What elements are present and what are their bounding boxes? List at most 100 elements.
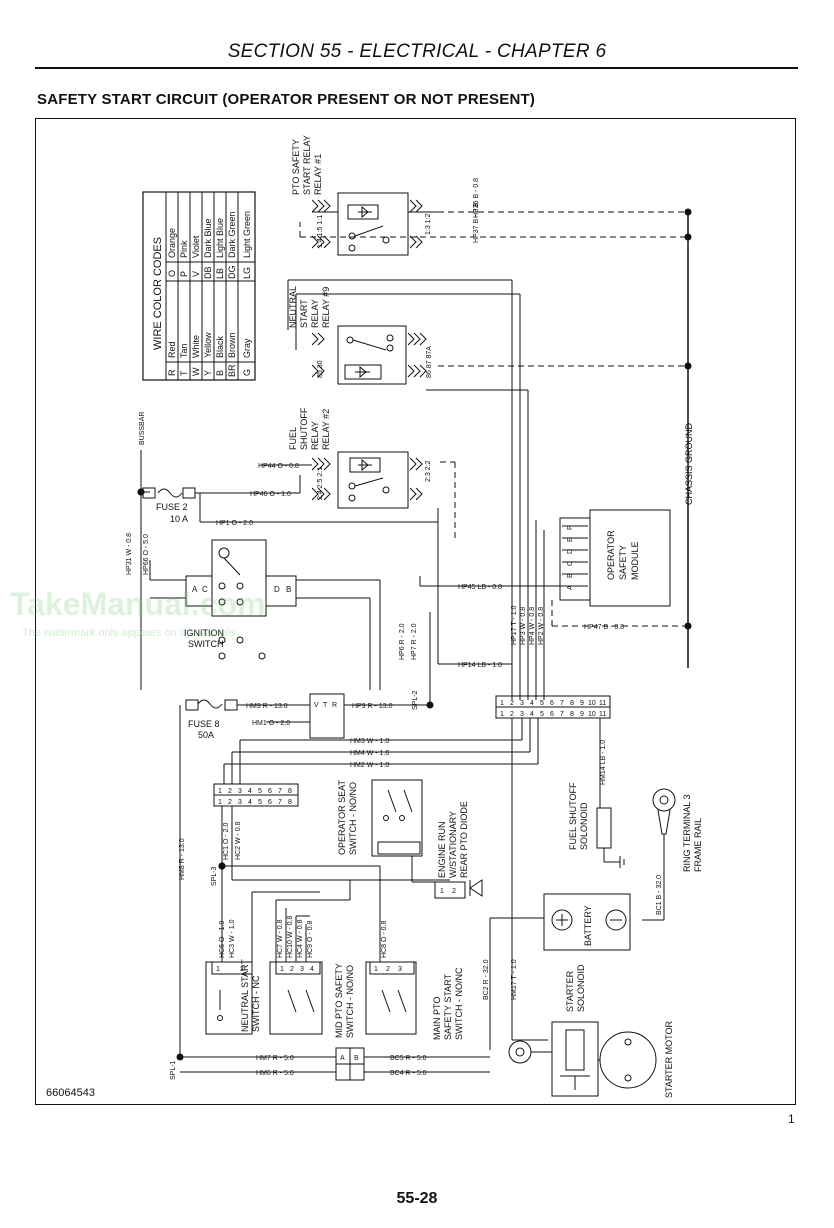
bussbar-label: BUSSBAR (139, 412, 146, 445)
wire-hm8: HM8 R - 13.0 (179, 838, 186, 880)
starter-motor-label: STARTER MOTOR (664, 1020, 674, 1098)
neutral-relay-label-4: RELAY #9 (321, 287, 331, 328)
ignition-pin-a: A (192, 585, 198, 594)
osm-label-1: OPERATOR (606, 530, 616, 580)
mid-pto-label-2: SWITCH - NO/NO (345, 965, 355, 1038)
vtr-v: V (314, 702, 319, 709)
osm-label-2: SAFETY (618, 545, 628, 580)
spl3-label: SPL-3 (211, 866, 218, 886)
page-number: 55-28 (396, 1190, 438, 1207)
wire-bc1: BC1 B - 32.0 (656, 875, 663, 915)
operator-seat-label-1: OPERATOR SEAT (337, 779, 347, 855)
diode-pin-1: 1 (440, 888, 444, 895)
mid-pto-pin-2: 2 (290, 966, 294, 973)
wcc-r0-c2: O (167, 270, 177, 277)
pto-relay-label-3: RELAY #1 (313, 154, 323, 195)
connector-8pin (213, 740, 299, 807)
fuel-relay-label-4: RELAY #2 (321, 409, 331, 450)
c11-top-10: 10 (588, 700, 596, 707)
c8-bot-5: 5 (258, 799, 262, 806)
mid-pto-pin-1: 1 (280, 966, 284, 973)
wcc-r4-n2: Light Blue (215, 218, 225, 258)
wcc-r2-c1: W (191, 367, 201, 376)
c11-bot-7: 7 (560, 711, 564, 718)
main-pto-label-2: SAFETY START (443, 973, 453, 1040)
c8-bot-7: 7 (278, 799, 282, 806)
diagram-frame (35, 118, 796, 1105)
osm-pin-d: D (567, 549, 574, 554)
battery-label: BATTERY (583, 905, 593, 946)
neutral-switch-pin-1: 1 (216, 966, 220, 973)
wire-hm7: HM7 R - 5.0 (256, 1055, 294, 1062)
wcc-r6-c2: LG (242, 267, 252, 279)
wcc-r2-c2: V (191, 271, 201, 277)
osm-pin-f: F (567, 526, 574, 530)
fuel-relay-pins-right: 2:3 2:2 (425, 460, 432, 482)
fuse8-vtr (179, 612, 431, 1057)
c11-bot-5: 5 (540, 711, 544, 718)
wcc-r3-c2: DB (203, 266, 213, 279)
wire-color-table-title: WIRE COLOR CODES (152, 237, 164, 350)
bussbar-fuse2 (137, 450, 438, 690)
neutral-start-switch-label-2: SWITCH - NC (251, 975, 261, 1032)
neutral-relay-label-1: NEUTRAL (288, 286, 298, 328)
main-pto-label-3: SWITCH - NO/NC (454, 967, 464, 1040)
c8-top-5: 5 (258, 788, 262, 795)
wire-hc6: HC6 O - 1.0 (219, 921, 226, 958)
starter-solenoid-box (508, 1021, 599, 1097)
c11-top-5: 5 (540, 700, 544, 707)
fuse2-label-2: 10 A (170, 514, 188, 524)
c11-top-11: 11 (599, 700, 606, 707)
engine-run-diode-box (411, 856, 483, 899)
wcc-r5-n1: Brown (227, 332, 237, 358)
c11-top-9: 9 (580, 700, 584, 707)
mid-pto-pin-4: 4 (310, 966, 314, 973)
c11-top-6: 6 (550, 700, 554, 707)
spl2-label: SPL-2 (412, 690, 419, 710)
wire-hp6: HP6 R - 2.0 (399, 623, 406, 660)
main-pto-pin-3: 3 (398, 966, 402, 973)
neutral-relay-label-3: RELAY (310, 299, 320, 328)
wire-hc9: HC9 O - 0.8 (307, 921, 314, 958)
wcc-r1-c1: T (179, 370, 189, 376)
dashed-ground-wires (299, 211, 688, 627)
diode-pin-2: 2 (452, 888, 456, 895)
c11-top-4: 4 (530, 700, 534, 707)
ignition-label-1: IGNITION (184, 628, 224, 638)
wire-hp7: HP7 R - 2.0 (411, 623, 418, 660)
wire-bc4: BC4 R - 5.0 (390, 1070, 427, 1077)
fuse2-label-1: FUSE 2 (156, 502, 188, 512)
wcc-r3-n2: Dark Blue (203, 218, 213, 258)
engine-run-label-3: REAR PTO DIODE (459, 801, 469, 878)
c11-top-8: 8 (570, 700, 574, 707)
wire-hm3: HM3 W - 1.0 (350, 738, 389, 745)
ignition-pin-c: C (202, 585, 208, 594)
c8-bot-8: 8 (288, 799, 292, 806)
wire-color-table (142, 191, 256, 381)
wcc-r6-n1: Gray (242, 338, 252, 358)
wcc-r5-c2: DG (227, 266, 237, 280)
wcc-r2-n1: White (191, 335, 201, 358)
operator-seat-label-2: SWITCH - NO/NO (348, 782, 358, 855)
c11-bot-10: 10 (588, 711, 596, 718)
wire-hc3: HC3 W - 1.0 (229, 919, 236, 958)
ignition-switch-box (149, 539, 381, 690)
vtr-t: T (323, 702, 328, 709)
wire-hm9: HM9 R - 13.0 (246, 703, 288, 710)
engine-run-label-1: ENGINE RUN (437, 821, 447, 878)
main-pto-switch-box (365, 961, 417, 1035)
wire-hp4: HP4 W - 0.8 (529, 607, 536, 645)
operator-safety-module-box (559, 509, 671, 607)
figure-title: SAFETY START CIRCUIT (OPERATOR PRESENT O… (37, 91, 536, 108)
pto-relay-box (311, 192, 438, 256)
wcc-r1-c2: P (179, 271, 189, 277)
neutral-start-switch-box (205, 961, 253, 1035)
osm-pin-b: B (567, 573, 574, 578)
c8-top-8: 8 (288, 788, 292, 795)
wire-hc7: HC7 W - 0.8 (277, 919, 284, 958)
wire-hp3: HP3 W - 0.8 (520, 607, 527, 645)
wcc-r4-n1: Black (215, 335, 225, 358)
neutral-relay-pins-right: 86 87 87A (426, 346, 433, 378)
section-title: SECTION 55 - ELECTRICAL - CHAPTER 6 (227, 41, 607, 62)
